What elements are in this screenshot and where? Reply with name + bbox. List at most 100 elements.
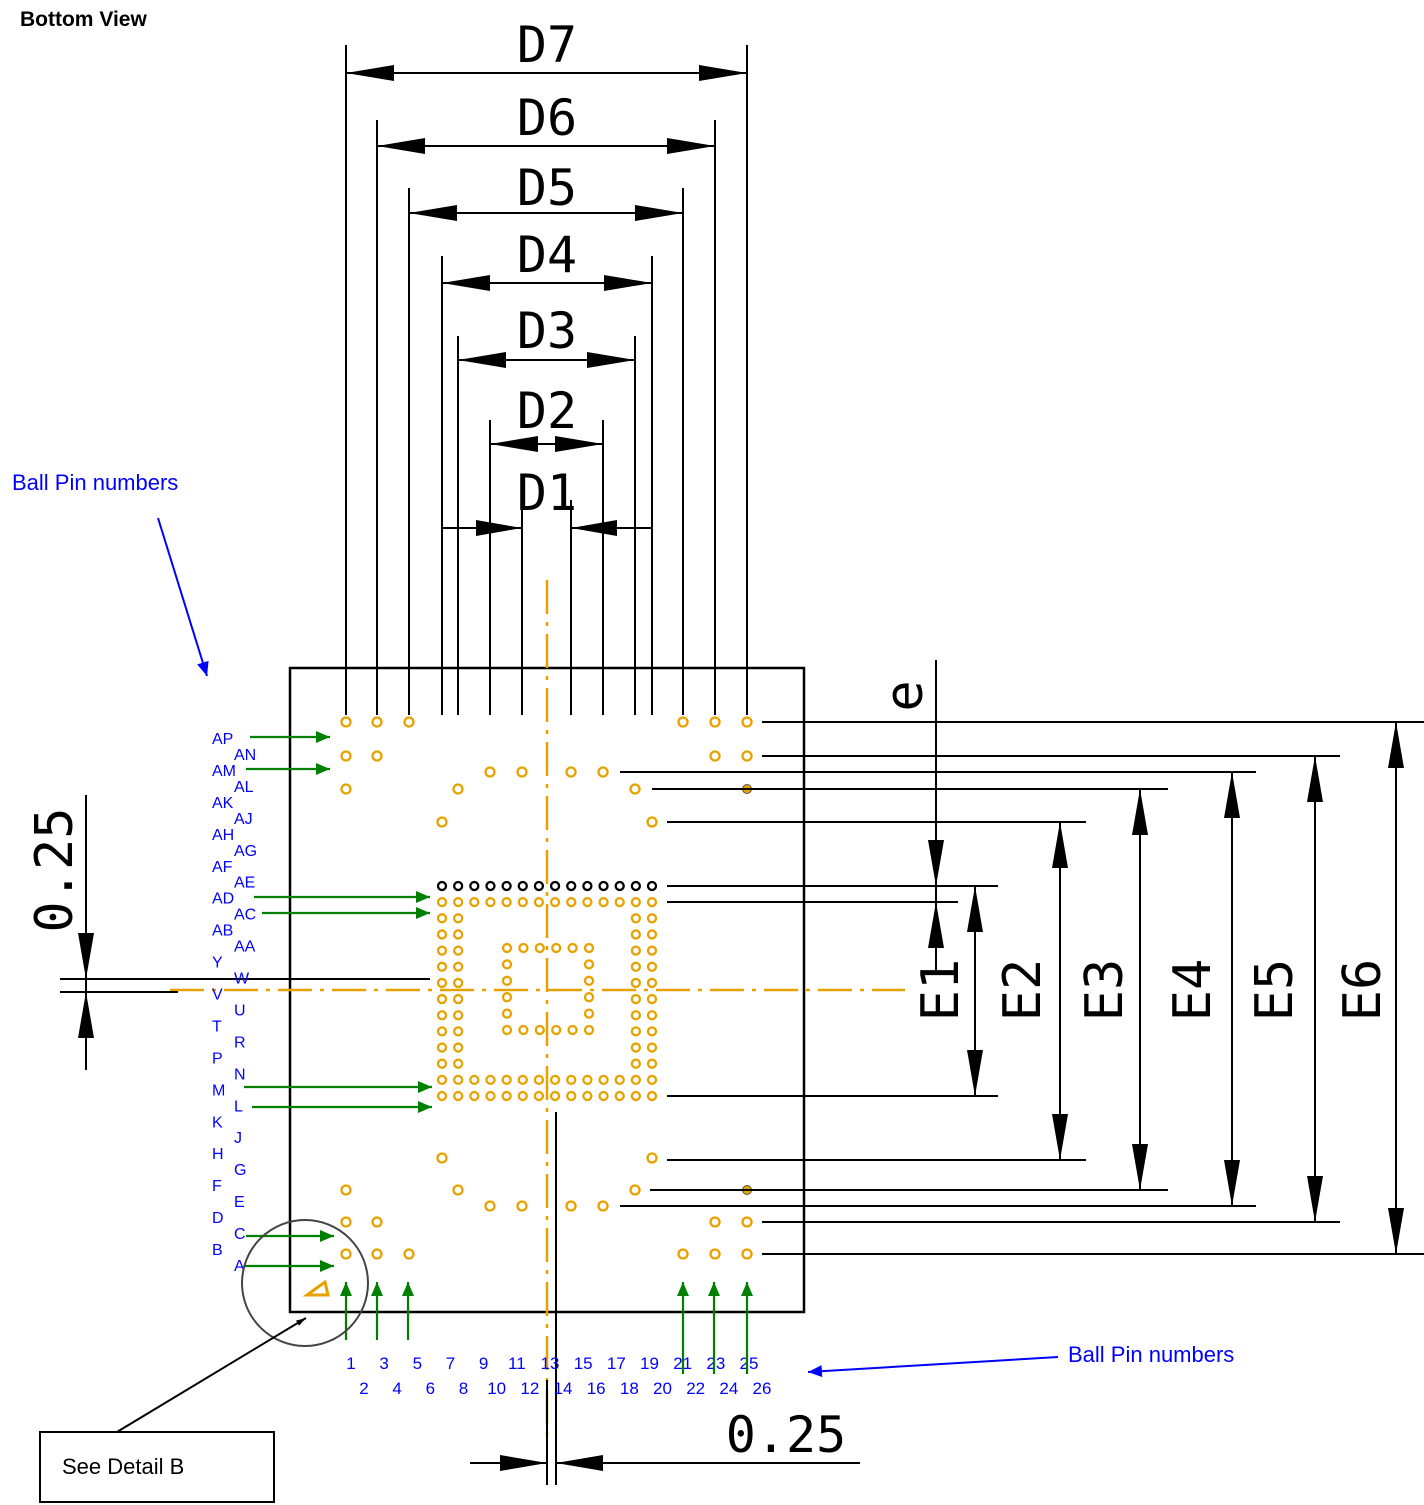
array-ball: [501, 1074, 512, 1085]
top-row-ball: [533, 880, 545, 892]
arc-ball: [565, 766, 577, 778]
column-label: 18: [620, 1379, 639, 1398]
row-label: G: [234, 1162, 246, 1179]
bottom-offset-label: 0.25: [726, 1406, 846, 1464]
top-row-ball: [549, 880, 561, 892]
e-arrowhead: [1052, 822, 1068, 868]
array-ball: [646, 929, 658, 940]
top-row-ball: [517, 880, 528, 892]
inner-ring-ball: [583, 1024, 595, 1036]
array-ball: [453, 897, 464, 908]
array-ball: [485, 1090, 496, 1102]
corner-ball: [340, 750, 352, 762]
row-label: A: [234, 1258, 245, 1275]
array-ball: [630, 1042, 641, 1053]
array-ball: [469, 1090, 480, 1102]
row-label: F: [212, 1178, 222, 1195]
row-labels: APANAMALAKAJAHAGAFAEADACABAAYWVUTRPNMLKJ…: [212, 731, 257, 1275]
see-detail-box: [39, 1431, 275, 1503]
array-ball: [453, 977, 464, 989]
dim-label-d6: D6: [517, 89, 577, 147]
arc-ball: [629, 783, 641, 795]
arc-ball: [452, 783, 464, 795]
d-arrowhead: [587, 352, 635, 368]
inner-ring-ball: [501, 992, 513, 1003]
row-label: AB: [212, 923, 233, 940]
row-label: AE: [234, 875, 255, 892]
inner-ring-ball: [534, 1024, 545, 1036]
e-arrowhead: [928, 840, 944, 886]
arc-ball: [597, 766, 609, 778]
array-ball: [646, 1026, 658, 1037]
array-ball: [549, 1090, 561, 1102]
column-label: 6: [426, 1379, 435, 1398]
column-label: 20: [653, 1379, 672, 1398]
corner-ball: [371, 716, 383, 728]
array-ball: [436, 1042, 448, 1053]
array-ball: [646, 1074, 658, 1085]
column-label: 19: [640, 1354, 659, 1373]
top-row-ball: [485, 880, 496, 892]
corner-ball: [340, 783, 352, 795]
array-ball: [469, 897, 480, 908]
array-ball: [436, 993, 448, 1005]
corner-ball: [677, 716, 689, 728]
d-arrowhead: [571, 520, 617, 536]
array-ball: [646, 977, 658, 989]
column-label: 2: [359, 1379, 368, 1398]
array-ball: [646, 1042, 658, 1053]
row-label: V: [212, 987, 223, 1004]
e-arrowhead: [1388, 722, 1404, 768]
dim-label-e4: E4: [1163, 959, 1223, 1022]
row-label: K: [212, 1114, 223, 1131]
corner-ball: [403, 1248, 415, 1260]
array-ball: [630, 1010, 641, 1021]
inner-ring-ball: [567, 942, 578, 954]
inner-ring-ball: [518, 1024, 529, 1036]
array-ball: [436, 1010, 448, 1021]
array-ball: [436, 1090, 448, 1102]
row-label: AM: [212, 763, 236, 780]
column-labels: 1357911131517192123252468101214161820222…: [346, 1354, 771, 1398]
column-label: 16: [587, 1379, 606, 1398]
row-pointer-arrows: [244, 731, 432, 1272]
dim-label-e3: E3: [1075, 959, 1135, 1022]
ball-grid: [340, 716, 753, 1260]
see-detail-label: See Detail B: [62, 1454, 184, 1479]
ball-pin-label-top: Ball Pin numbers: [12, 470, 178, 495]
array-ball: [453, 993, 464, 1005]
array-ball: [646, 1090, 658, 1102]
row-label: AC: [234, 907, 256, 924]
column-label: 15: [574, 1354, 593, 1373]
row-label: P: [212, 1050, 223, 1067]
dim-label-d2: D2: [517, 382, 577, 440]
top-row-ball: [598, 880, 609, 892]
column-label: 26: [753, 1379, 772, 1398]
e-arrowhead: [1224, 1160, 1240, 1206]
dim-label-e6: E6: [1333, 959, 1393, 1022]
corner-ball: [371, 1216, 383, 1228]
array-ball: [630, 1058, 641, 1069]
dim-label-e-pitch: e: [875, 680, 935, 711]
d-arrowhead: [490, 436, 538, 452]
dim-label-d3: D3: [517, 302, 577, 360]
inner-ring-ball: [501, 959, 513, 970]
column-label: 11: [508, 1354, 526, 1373]
array-ball: [630, 1074, 641, 1085]
d-arrowhead: [346, 65, 394, 81]
row-label: AL: [234, 779, 254, 796]
dim-label-d4: D4: [517, 226, 577, 284]
dim-label-d7: D7: [517, 16, 577, 74]
row-label: AF: [212, 859, 233, 876]
inner-ring-ball: [501, 1008, 513, 1019]
array-ball: [517, 1074, 528, 1085]
array-ball: [469, 1074, 480, 1085]
arc-ball: [484, 1200, 496, 1212]
corner-ball: [371, 1248, 383, 1260]
array-ball: [453, 1042, 464, 1053]
array-ball: [533, 1074, 545, 1085]
e-arrowhead: [1224, 772, 1240, 818]
array-ball: [517, 1090, 528, 1102]
top-row-ball: [469, 880, 480, 892]
